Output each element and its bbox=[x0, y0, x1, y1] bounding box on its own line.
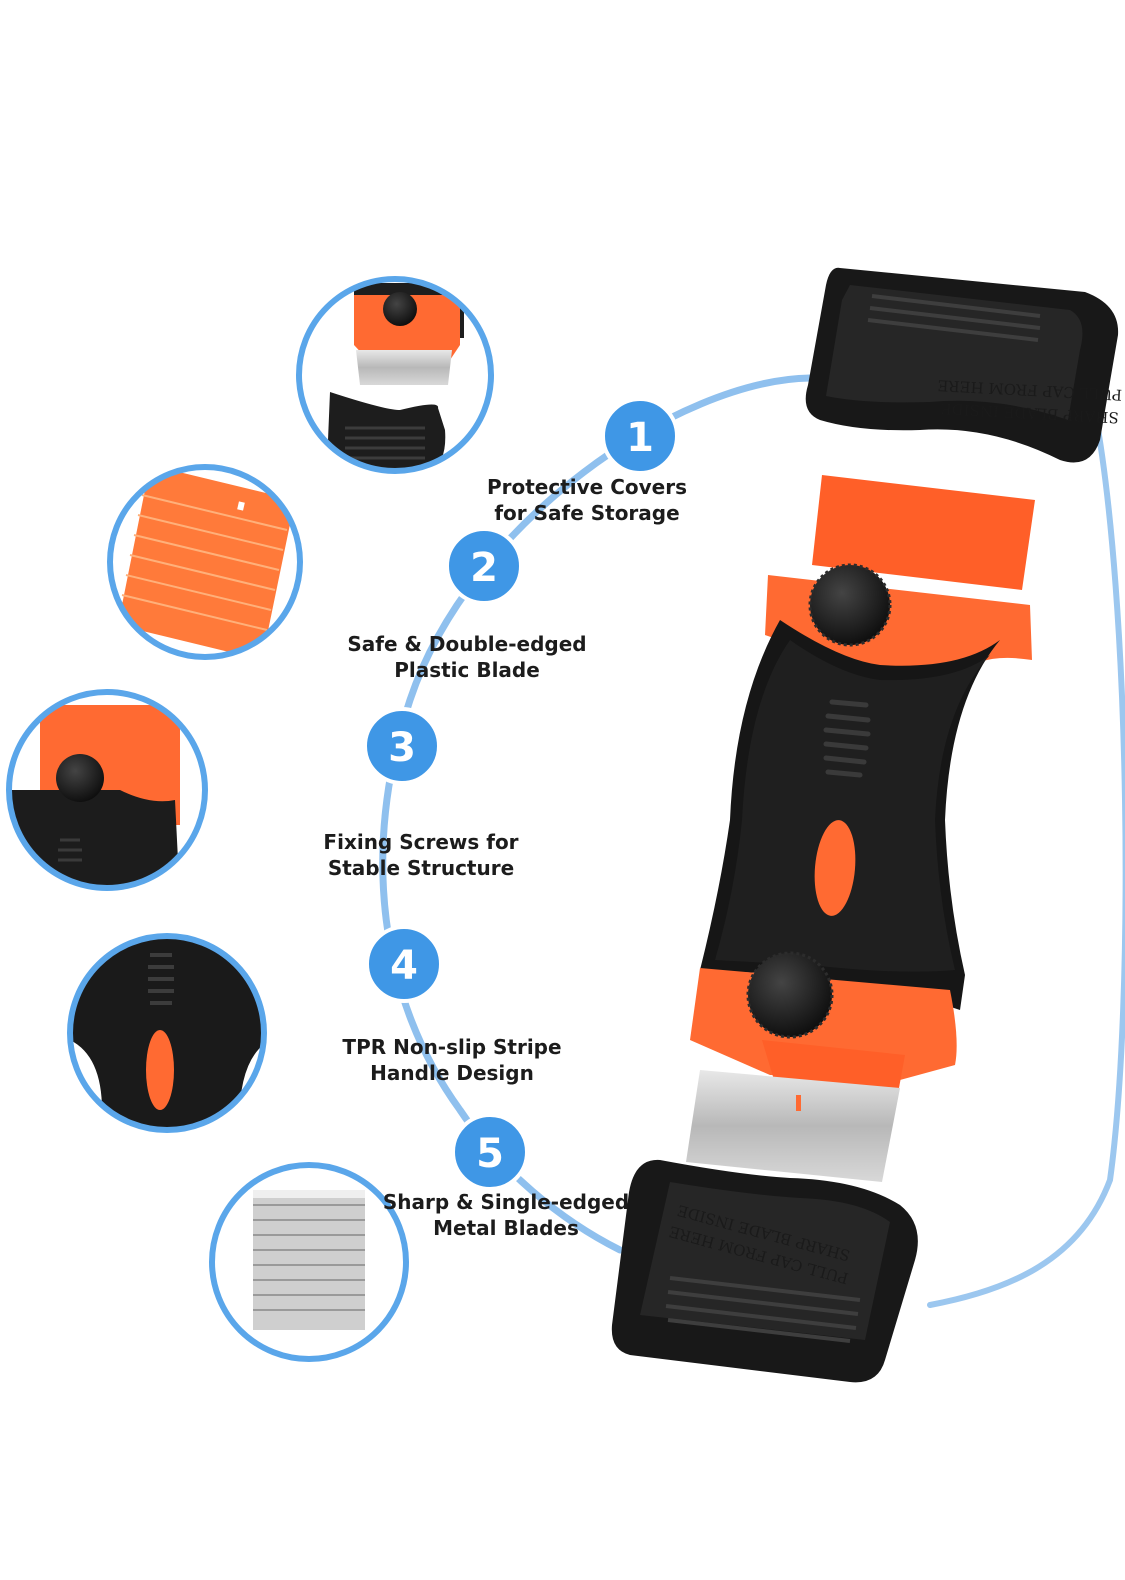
badge-1: 1 bbox=[601, 397, 679, 475]
badge-4: 4 bbox=[365, 925, 443, 1003]
arc-outer bbox=[927, 409, 1125, 1308]
badge-4-number: 4 bbox=[390, 943, 418, 989]
feature-4-line2: Handle Design bbox=[370, 1061, 534, 1085]
feature-label-1: Protective Covers for Safe Storage bbox=[462, 474, 712, 526]
thumb-handle-grip bbox=[67, 933, 267, 1133]
badge-2: 2 bbox=[445, 527, 523, 605]
feature-label-5: Sharp & Single-edged Metal Blades bbox=[366, 1189, 646, 1241]
feature-label-4: TPR Non-slip Stripe Handle Design bbox=[322, 1034, 582, 1086]
thumb-blade-cover bbox=[296, 276, 494, 474]
feature-2-line1: Safe & Double-edged bbox=[347, 632, 587, 656]
feature-1-line1: Protective Covers bbox=[486, 475, 687, 499]
feature-4-line1: TPR Non-slip Stripe bbox=[342, 1035, 562, 1059]
feature-label-2: Safe & Double-edged Plastic Blade bbox=[332, 631, 602, 683]
scraper-tool bbox=[686, 475, 1035, 1182]
thumb-metal-blades bbox=[209, 1162, 409, 1362]
feature-3-line2: Stable Structure bbox=[327, 856, 515, 880]
badge-5: 5 bbox=[451, 1113, 529, 1191]
thumb-fixing-screw bbox=[6, 689, 208, 891]
feature-label-3: Fixing Screws for Stable Structure bbox=[306, 829, 536, 881]
badge-2-number: 2 bbox=[470, 545, 498, 591]
feature-2-line2: Plastic Blade bbox=[394, 658, 540, 682]
badge-3: 3 bbox=[363, 707, 441, 785]
feature-1-line2: for Safe Storage bbox=[494, 501, 680, 525]
feature-3-line1: Fixing Screws for bbox=[323, 830, 519, 854]
feature-5-line1: Sharp & Single-edged bbox=[382, 1190, 630, 1214]
feature-5-line2: Metal Blades bbox=[433, 1216, 579, 1240]
badge-3-number: 3 bbox=[388, 725, 416, 771]
bottom-protective-cover: PULL CAP FROM HERE SHARP BLADE INSIDE bbox=[611, 1159, 918, 1383]
thumb-plastic-blades bbox=[107, 464, 303, 660]
badge-1-number: 1 bbox=[626, 415, 654, 461]
badge-5-number: 5 bbox=[476, 1131, 504, 1177]
top-protective-cover: PULL CAP FROM HERE SHARP BLADE INSIDE bbox=[805, 267, 1122, 463]
